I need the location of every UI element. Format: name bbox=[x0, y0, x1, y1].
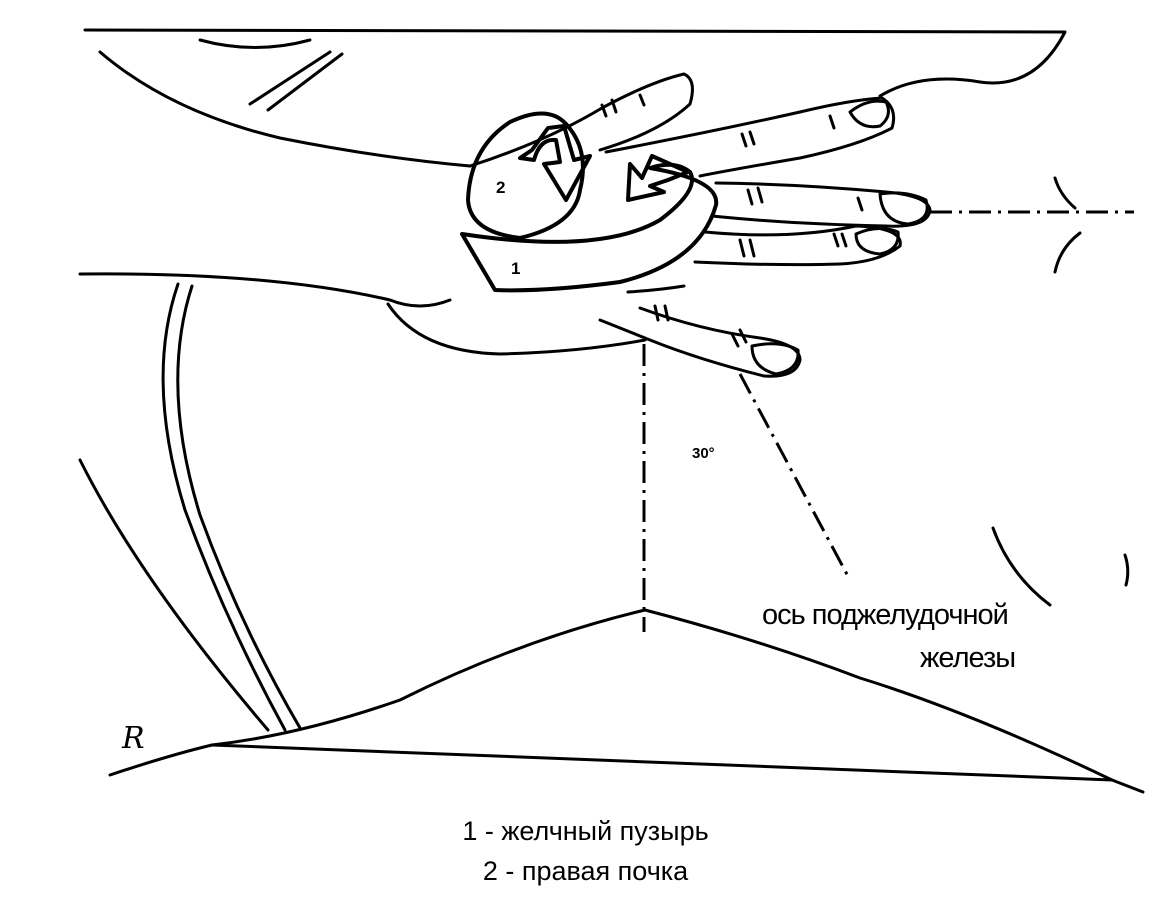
arrow-down-icon bbox=[518, 124, 592, 202]
axes bbox=[642, 210, 1134, 632]
compression-arrows bbox=[518, 124, 690, 202]
arrow-left-icon bbox=[626, 154, 690, 202]
gallbladder-shape bbox=[460, 162, 719, 293]
artist-signature: R bbox=[121, 721, 145, 756]
kidney-number-label: 2 bbox=[496, 178, 505, 197]
legend-item-kidney: 2 - правая почка bbox=[482, 855, 689, 886]
organ-shapes bbox=[460, 111, 719, 293]
hand-illustration bbox=[468, 72, 932, 378]
angle-label: 30° bbox=[692, 445, 715, 462]
pancreas-axis-label-line2: железы bbox=[920, 642, 1015, 674]
legend-item-gallbladder: 1 - желчный пузырь bbox=[462, 816, 709, 846]
legend: 1 - желчный пузырь 2 - правая почка bbox=[0, 812, 1161, 892]
pancreas-axis-line bbox=[738, 373, 852, 581]
torso-outline bbox=[78, 28, 1145, 794]
kidney-shape bbox=[466, 111, 585, 240]
gallbladder-number-label: 1 bbox=[511, 259, 520, 278]
pancreas-axis-label-line1: ось поджелудочной bbox=[762, 599, 1008, 631]
